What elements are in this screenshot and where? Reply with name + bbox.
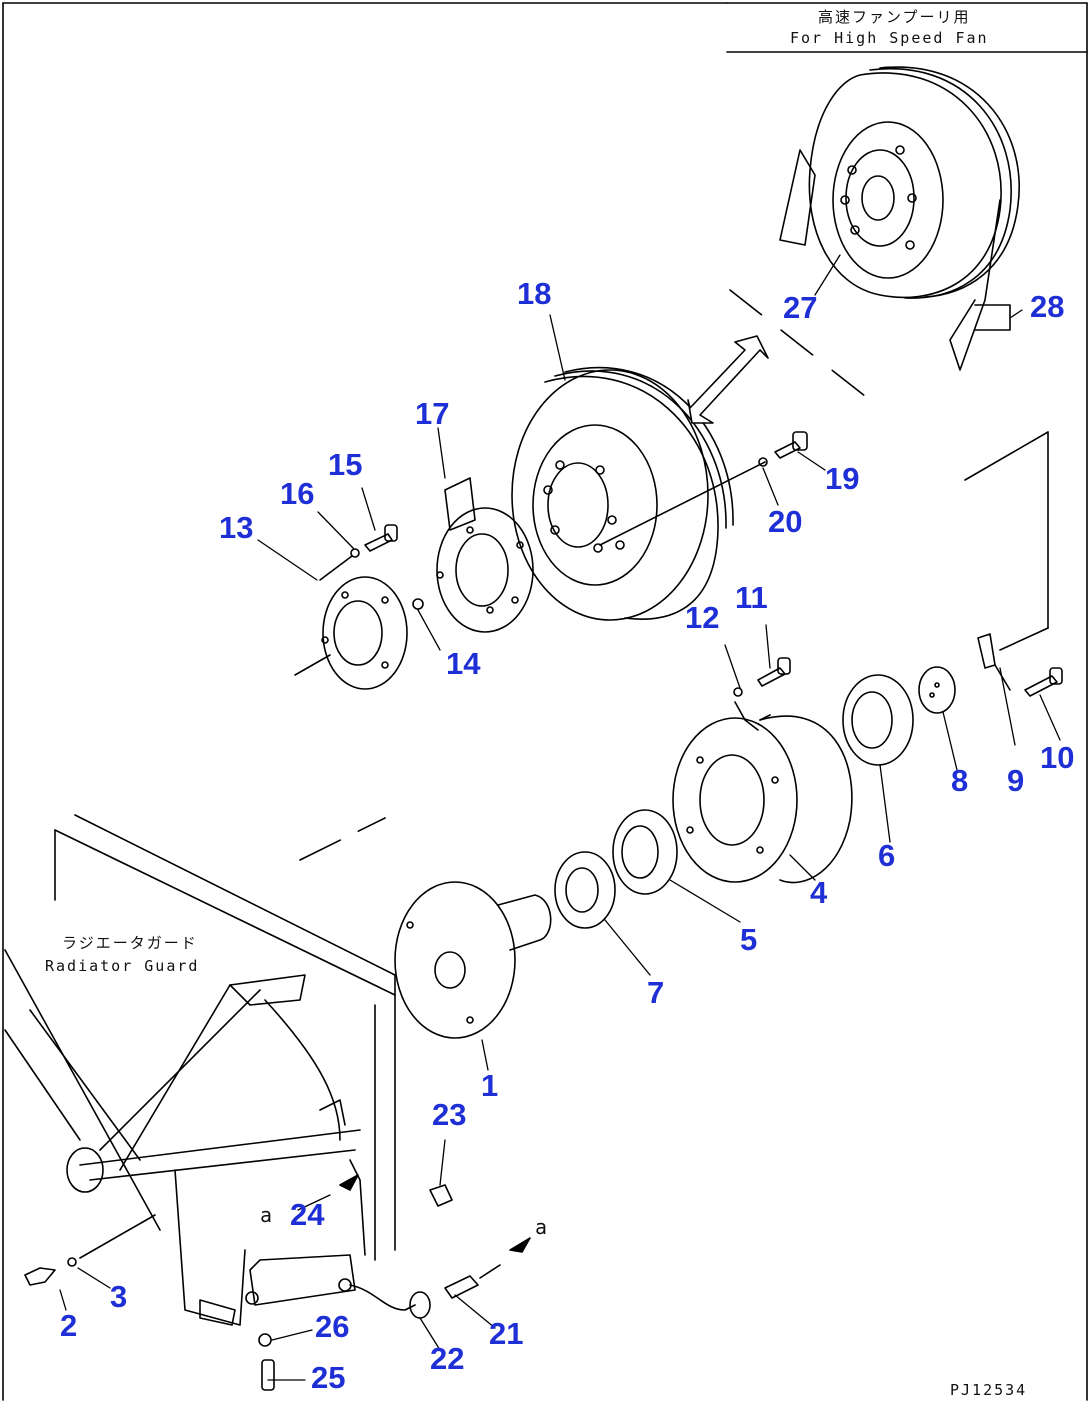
callout-21: 21 [489, 1316, 524, 1351]
guard-note-en: Radiator Guard [45, 957, 200, 975]
part-21-valve [444, 1264, 501, 1299]
arrow-a-upper [339, 1174, 359, 1191]
callout-25: 25 [311, 1360, 346, 1395]
part-13-flange [319, 555, 408, 690]
callout-12: 12 [685, 600, 720, 635]
callout-22: 22 [430, 1341, 465, 1376]
relation-arrow [687, 335, 769, 424]
part-20-washer [758, 457, 768, 467]
drain-bracket [24, 1214, 431, 1319]
callout-8: 8 [951, 763, 969, 798]
part-8-plate [918, 666, 956, 714]
callout-23: 23 [432, 1097, 467, 1132]
ref-label-a-lower: a [535, 1215, 548, 1239]
part-16-washer [350, 548, 360, 558]
drawing-code: PJ12534 [950, 1381, 1028, 1399]
callout-17: 17 [415, 396, 450, 431]
header-note-en: For High Speed Fan [790, 29, 989, 47]
part-26-washer [258, 1333, 272, 1347]
callout-5: 5 [740, 922, 758, 957]
part-23-fitting [429, 1184, 453, 1207]
callout-14: 14 [446, 646, 481, 681]
leader-lines [59, 254, 1061, 1381]
part-4-housing [672, 714, 853, 884]
part-9-lockplate [977, 633, 1011, 691]
callout-27: 27 [783, 290, 818, 325]
callout-1: 1 [481, 1068, 499, 1103]
callout-20: 20 [768, 504, 803, 539]
arrow-a-lower [509, 1237, 531, 1253]
part-5-damper [612, 809, 678, 895]
part-15-bolt [364, 524, 398, 552]
part-10-bolt [1024, 667, 1063, 697]
callout-16: 16 [280, 476, 315, 511]
callout-24: 24 [290, 1197, 325, 1232]
part-27-pulley [779, 66, 1020, 371]
part-25-bolt [261, 1359, 275, 1391]
header-note-jp: 高速ファンプーリ用 [818, 8, 971, 26]
part-7-bearing [554, 851, 616, 929]
callout-3: 3 [110, 1279, 128, 1314]
callout-7: 7 [647, 975, 665, 1010]
callout-9: 9 [1007, 763, 1025, 798]
callout-13: 13 [219, 510, 254, 545]
part-11-bolt [757, 657, 791, 687]
part-18-pulley [511, 366, 734, 621]
radiator-guard-frame [4, 814, 396, 1326]
callout-26: 26 [315, 1309, 350, 1344]
callout-28: 28 [1030, 289, 1065, 324]
callout-10: 10 [1040, 740, 1075, 775]
callout-4: 4 [810, 875, 828, 910]
part-12-washer [733, 687, 743, 697]
part-14-washer [412, 598, 424, 610]
part-6-damper [842, 674, 914, 766]
part-17-plate [436, 477, 534, 633]
ref-label-a-upper: a [260, 1203, 273, 1227]
guard-note-jp: ラジエータガード [62, 934, 198, 952]
callout-15: 15 [328, 447, 363, 482]
callout-2: 2 [60, 1308, 78, 1343]
callout-11: 11 [735, 580, 768, 615]
callout-6: 6 [878, 838, 896, 873]
callout-19: 19 [825, 461, 860, 496]
part-1-shaft [394, 881, 552, 1039]
part-19-bolt [774, 431, 808, 459]
callout-18: 18 [517, 276, 552, 311]
